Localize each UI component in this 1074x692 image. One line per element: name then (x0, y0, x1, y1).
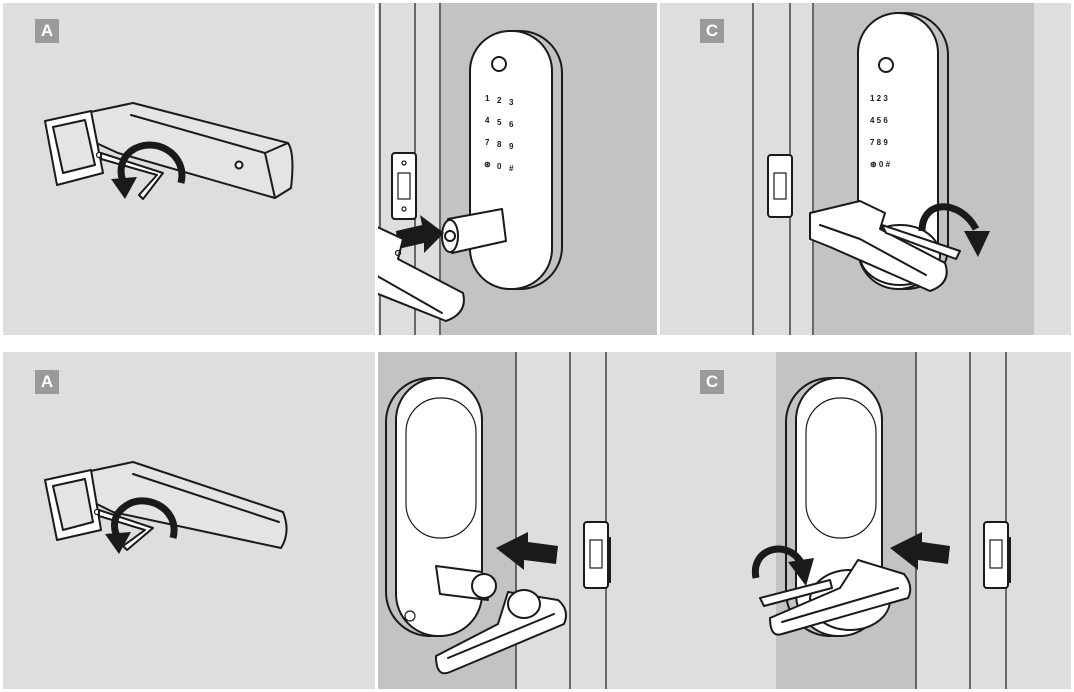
panel-top-a: A (3, 3, 375, 335)
lock-tighten-illustration: 1 2 3 4 5 6 7 8 9 ⊛ 0 # (752, 3, 1034, 335)
keypad-key-9: 9 (509, 142, 514, 151)
insert-arrow-icon (396, 215, 444, 253)
keypad: 1 2 3 4 5 6 7 8 9 ⊛ 0 # (484, 94, 514, 173)
lever-handle-illustration (44, 461, 288, 554)
keypad-key-0: 0 (497, 162, 502, 171)
rotate-arrow-icon (105, 497, 178, 554)
keypad-key-3: 3 (509, 98, 514, 107)
lock-tighten-inside-illustration (751, 352, 1011, 689)
lock-install-inside-illustration (378, 352, 611, 689)
svg-text:⊛ 0 #: ⊛ 0 # (870, 160, 891, 169)
keypad-key-star: ⊛ (484, 160, 491, 169)
rotate-arrow-icon (918, 203, 990, 257)
keypad-key-7: 7 (485, 138, 490, 147)
keypad-key-4: 4 (485, 116, 490, 125)
svg-text:1 2 3: 1 2 3 (870, 94, 888, 103)
step-label-c: C (700, 370, 724, 394)
rotate-arrow-icon (751, 545, 814, 586)
top-row: A B (3, 3, 1071, 335)
step-label-a: A (35, 370, 59, 394)
keypad-key-1: 1 (485, 94, 490, 103)
bottom-row: A B (3, 352, 1071, 689)
svg-text:7 8 9: 7 8 9 (870, 138, 888, 147)
keypad-key-hash: # (509, 164, 514, 173)
svg-text:4 5 6: 4 5 6 (870, 116, 888, 125)
panel-top-c: C 1 2 3 4 5 6 7 8 9 ⊛ 0 # (660, 3, 1071, 335)
keypad-key-8: 8 (497, 140, 502, 149)
insert-arrow-icon (890, 532, 950, 570)
hex-key-icon (100, 152, 164, 200)
step-label-a: A (35, 19, 59, 43)
keypad-key-6: 6 (509, 120, 514, 129)
panel-bottom-a: A (3, 352, 375, 689)
insert-arrow-icon (496, 532, 558, 570)
lever-handle-illustration (44, 102, 294, 200)
step-label-c: C (700, 19, 724, 43)
keypad-key-5: 5 (497, 118, 502, 127)
panel-bottom-c: C (660, 352, 1071, 689)
panel-top-b: B 1 2 3 4 5 6 (378, 3, 657, 335)
rotate-arrow-icon (111, 141, 186, 199)
keypad-key-2: 2 (497, 96, 502, 105)
lock-install-illustration: 1 2 3 4 5 6 7 8 9 ⊛ 0 # (378, 3, 657, 335)
